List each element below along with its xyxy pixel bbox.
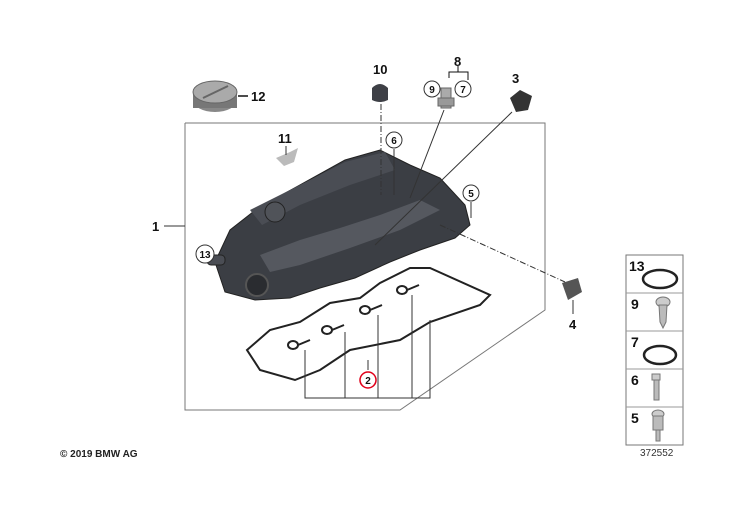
svg-text:2: 2: [365, 376, 371, 387]
cylinder-head-cover[interactable]: [206, 149, 471, 301]
svg-text:9: 9: [429, 85, 435, 96]
oil-filler-cap[interactable]: [192, 80, 238, 112]
callout-4[interactable]: 4: [569, 317, 577, 332]
gasket[interactable]: [245, 267, 492, 382]
svg-text:7: 7: [460, 85, 466, 96]
callout-7[interactable]: 7: [454, 80, 472, 98]
callout-10[interactable]: 10: [373, 62, 387, 77]
svg-text:6: 6: [391, 136, 397, 147]
plug-part-4[interactable]: [562, 278, 582, 300]
callout-12[interactable]: 12: [251, 89, 265, 104]
clip-part-11[interactable]: [276, 148, 298, 166]
assembly-frame: [184, 122, 546, 411]
callout-2[interactable]: 2: [359, 371, 377, 389]
callout-1[interactable]: 1: [152, 219, 159, 234]
callout-6[interactable]: 6: [385, 131, 403, 149]
grommet-part-3[interactable]: [510, 90, 532, 112]
o-ring-icon: [641, 268, 679, 290]
stud-bolt-icon: [651, 373, 661, 401]
svg-text:5: 5: [631, 410, 639, 426]
svg-text:7: 7: [631, 334, 639, 350]
o-ring-icon: [642, 344, 678, 366]
svg-text:13: 13: [199, 250, 211, 261]
part-number: 372552: [640, 448, 674, 459]
svg-text:9: 9: [631, 296, 639, 312]
legend-item-6[interactable]: 6: [631, 372, 661, 401]
svg-text:5: 5: [468, 189, 474, 200]
legend-item-5[interactable]: 5: [631, 409, 665, 442]
legend-item-13[interactable]: 13: [629, 258, 679, 290]
legend-item-9[interactable]: 9: [631, 296, 671, 330]
legend-item-7[interactable]: 7: [631, 334, 678, 366]
callout-8[interactable]: 8: [454, 54, 461, 69]
callout-11[interactable]: 11: [278, 131, 292, 146]
stud-bolt-icon: [651, 409, 665, 442]
svg-text:6: 6: [631, 372, 639, 388]
torx-bolt-icon: [655, 296, 671, 330]
svg-text:13: 13: [629, 258, 645, 274]
copyright: © 2019 BMW AG: [60, 449, 138, 460]
sensor-part-8[interactable]: [437, 87, 455, 109]
gasket-leader-lines: [304, 295, 431, 399]
callout-3[interactable]: 3: [512, 71, 519, 86]
callout-13[interactable]: 13: [195, 244, 215, 264]
callout-5[interactable]: 5: [462, 184, 480, 202]
cap-part-10[interactable]: [372, 84, 388, 102]
callout-9[interactable]: 9: [423, 80, 441, 98]
small-parts-legend: 13 9 7 6 5: [625, 254, 684, 446]
